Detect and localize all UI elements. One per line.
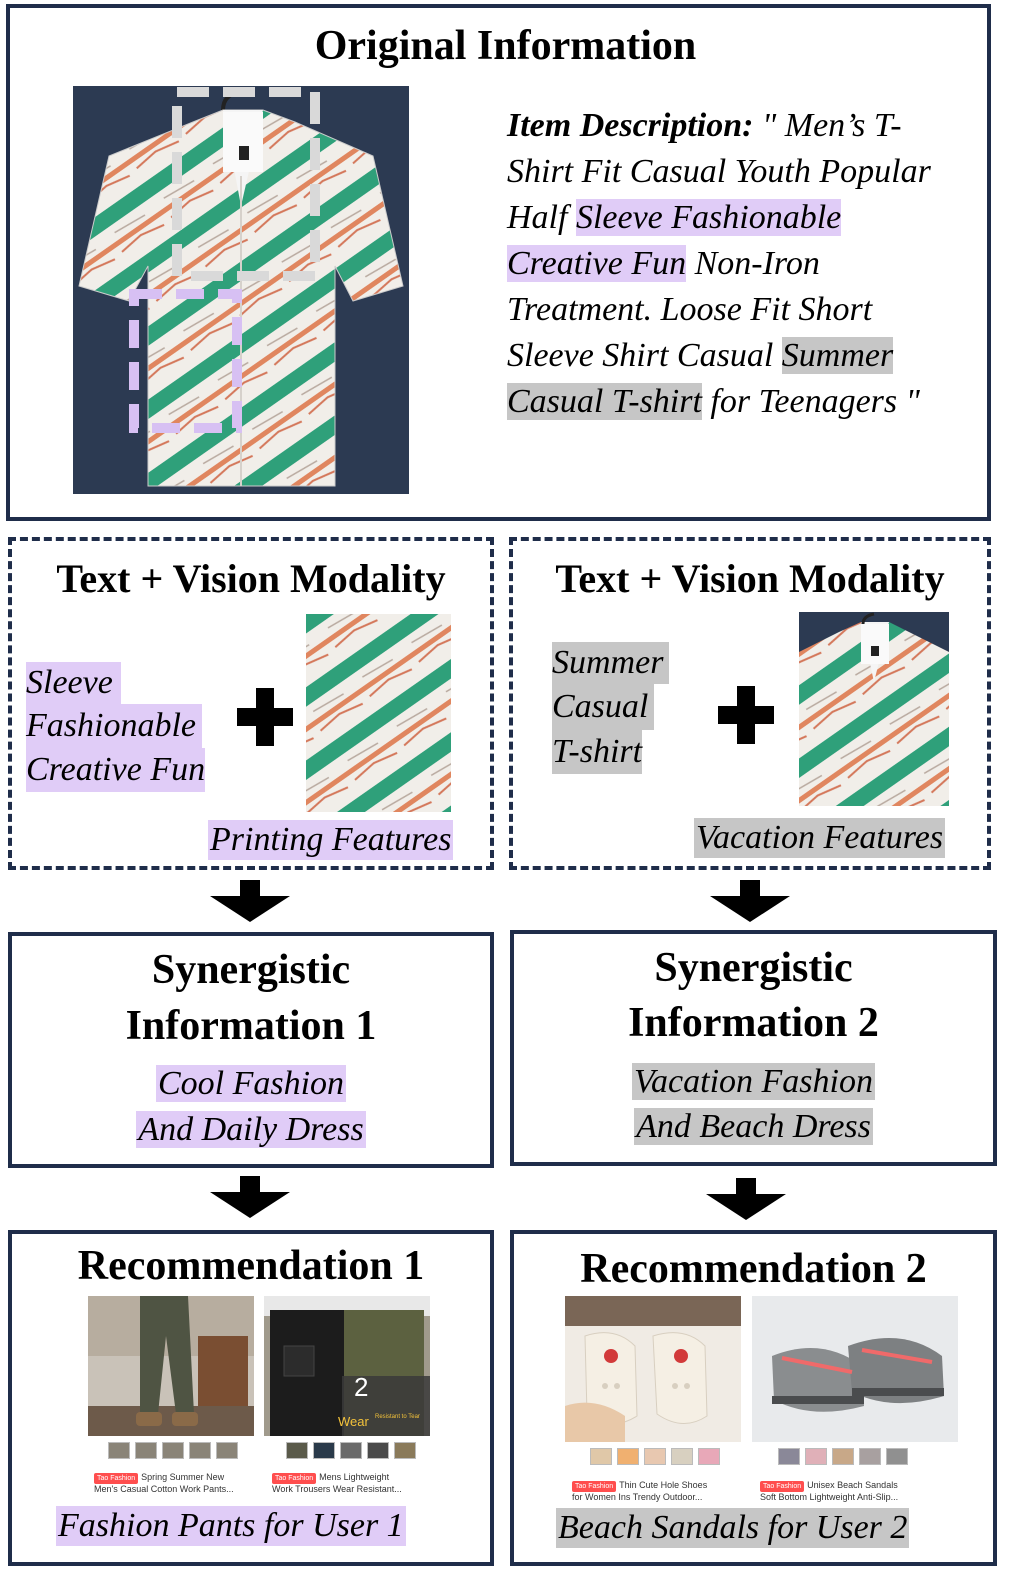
product-thumbnails xyxy=(286,1442,416,1459)
product-overlay-text: Wear xyxy=(338,1414,369,1429)
product-title-line2: Men's Casual Cotton Work Pants... xyxy=(94,1484,234,1494)
shirt-image xyxy=(73,86,409,494)
plus-icon xyxy=(718,686,774,744)
modality-right-word: Summer xyxy=(552,642,670,684)
product-tag: Tao Fashion xyxy=(572,1481,617,1492)
synergy-right-text-line2: And Beach Dress xyxy=(634,1108,873,1145)
synergy-left-text-line2: And Daily Dress xyxy=(136,1111,366,1148)
item-description-text-1: " Men’s T-Shirt Fit Casual Youth Popular… xyxy=(507,107,931,236)
modality-left-word: Creative Fun xyxy=(26,748,206,792)
recommendation-left-title: Recommendation 1 xyxy=(77,1243,425,1289)
modality-left-words: Sleeve Fashionable Creative Fun xyxy=(26,662,206,792)
product-thumbnails xyxy=(108,1442,238,1459)
down-arrow-icon xyxy=(710,880,790,922)
synergy-right-text: Vacation Fashion And Beach Dress xyxy=(510,1060,997,1150)
product-image-sandals xyxy=(752,1296,958,1442)
item-description-text-2: Non-Iron Treatment. Loose Fit Short Slee… xyxy=(507,245,873,374)
recommendation-panel-right xyxy=(510,1230,997,1566)
modality-left-word: Sleeve xyxy=(26,662,121,704)
printing-pattern-crop xyxy=(306,614,451,812)
original-information-title: Original Information xyxy=(314,23,697,69)
down-arrow-icon xyxy=(706,1178,786,1220)
down-arrow-icon xyxy=(210,1176,290,1218)
recommendation-panel-left xyxy=(8,1230,494,1566)
recommendation-left-caption: Fashion Pants for User 1 xyxy=(56,1506,406,1546)
modality-right-word: Casual xyxy=(552,684,655,730)
product-image-work-trousers xyxy=(264,1296,430,1436)
synergy-left-text-line1: Cool Fashion xyxy=(155,1065,347,1102)
product-title-line1: Spring Summer New xyxy=(141,1472,225,1482)
original-information-panel xyxy=(6,4,991,521)
product-overlay-number: 2 xyxy=(354,1372,369,1402)
product-thumbnails xyxy=(778,1448,908,1465)
item-description-label: Item Description: xyxy=(507,107,754,144)
modality-right-word: T-shirt xyxy=(552,730,643,774)
synergy-left-title-line2: Information 1 xyxy=(125,1003,377,1049)
modality-left-title: Text + Vision Modality xyxy=(56,556,446,601)
product-title-line2: for Women Ins Trendy Outdoor... xyxy=(572,1492,703,1502)
synergy-left-title-line1: Synergistic xyxy=(151,947,351,993)
modality-left-word: Fashionable xyxy=(26,704,202,748)
product-title-line1: Thin Cute Hole Shoes xyxy=(619,1480,708,1490)
plus-icon xyxy=(237,688,293,746)
down-arrow-icon xyxy=(210,880,290,922)
vacation-features-label: Vacation Features xyxy=(694,818,946,858)
recommendation-right-caption: Beach Sandals for User 2 xyxy=(556,1508,910,1548)
product-title-line1: Unisex Beach Sandals xyxy=(807,1480,898,1490)
synergy-right-title-line2: Information 2 xyxy=(628,1000,879,1046)
synergy-panel-right xyxy=(510,930,997,1166)
product-overlay-small: Resistant to Tear xyxy=(375,1414,420,1420)
synergy-right-title-line1: Synergistic xyxy=(654,945,853,991)
printing-features-label: Printing Features xyxy=(208,820,454,860)
synergy-left-text: Cool Fashion And Daily Dress xyxy=(8,1062,494,1154)
product-title-line2: Soft Bottom Lightweight Anti-Slip... xyxy=(760,1492,899,1502)
modality-panel-left xyxy=(8,537,494,870)
product-image-clogs xyxy=(565,1296,741,1442)
item-description: Item Description: " Men’s T-Shirt Fit Ca… xyxy=(507,103,947,425)
product-thumbnails xyxy=(590,1448,720,1465)
modality-right-words: Summer Casual T-shirt xyxy=(552,642,670,774)
product-tag: Tao Fashion xyxy=(94,1473,139,1484)
synergy-panel-left xyxy=(8,932,494,1168)
product-image-cargo-pants xyxy=(88,1296,254,1436)
recommendation-right-title: Recommendation 2 xyxy=(580,1246,927,1292)
product-title-line1: Mens Lightweight xyxy=(319,1472,390,1482)
product-tag: Tao Fashion xyxy=(272,1473,317,1484)
item-description-text-3: for Teenagers " xyxy=(701,383,920,420)
synergy-right-text-line1: Vacation Fashion xyxy=(632,1063,875,1100)
product-tag: Tao Fashion xyxy=(760,1481,805,1492)
product-title-line2: Work Trousers Wear Resistant... xyxy=(272,1484,402,1494)
modality-panel-right xyxy=(509,537,991,870)
modality-right-title: Text + Vision Modality xyxy=(555,556,945,601)
shirt-collar-crop xyxy=(799,612,949,806)
